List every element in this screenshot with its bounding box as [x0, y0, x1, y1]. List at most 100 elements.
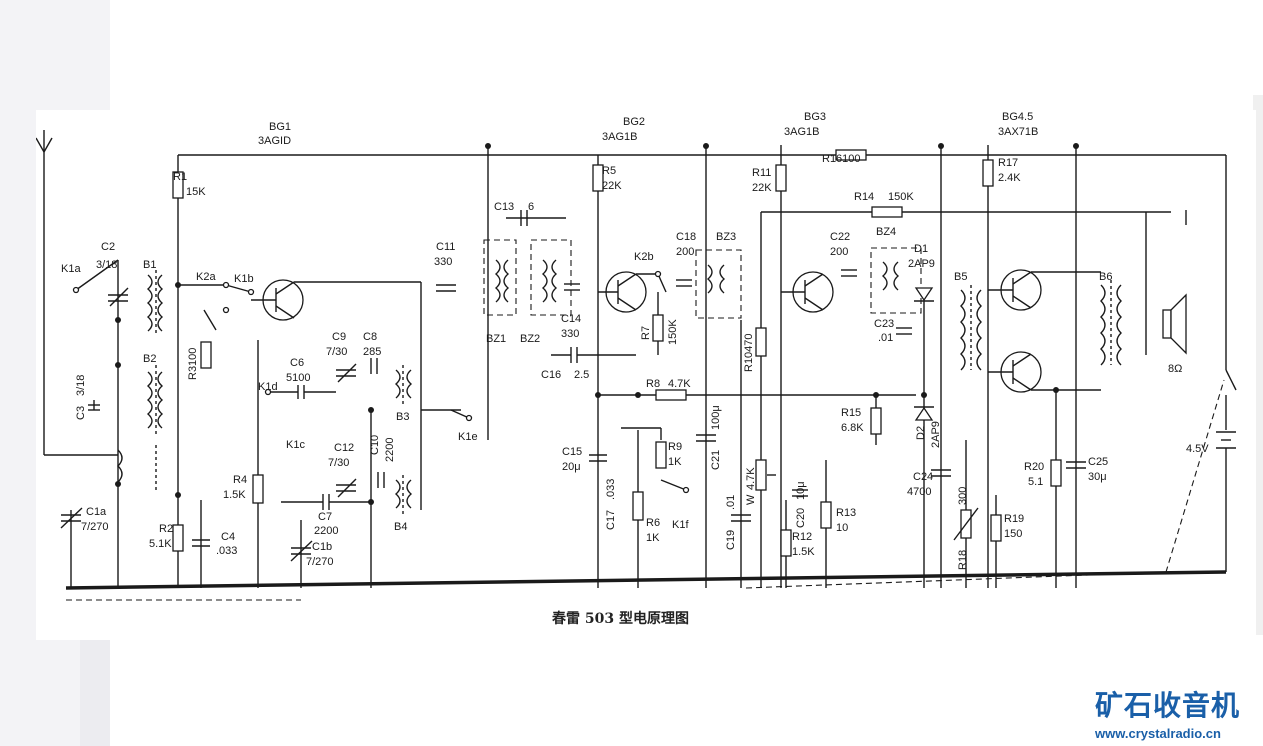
r8-label: R8 [646, 378, 660, 390]
r5-value-label: 22K [602, 180, 622, 192]
c16-label: C16 [541, 369, 561, 381]
r9-resistor [621, 427, 667, 469]
c2-trimmer-capacitor [108, 287, 129, 307]
c21-label: C21 [710, 450, 722, 470]
bz4-if-can [870, 247, 922, 314]
bz3-coil [706, 264, 726, 294]
c10-capacitor [377, 472, 385, 488]
r14-label: R14 [854, 191, 874, 203]
r15-label: R15 [841, 407, 861, 419]
r18-thermistor [953, 440, 979, 588]
c8-capacitor [370, 358, 378, 374]
r11-label: R11 [752, 167, 771, 179]
r14-value-label: 150K [888, 191, 914, 203]
r17-resistor [982, 145, 994, 588]
r12-label: R12 [792, 531, 812, 543]
c8-label: C8 [363, 331, 377, 343]
r17-value-label: 2.4K [998, 172, 1021, 184]
bg4-transistor-icon [988, 269, 1042, 311]
r13-resistor [820, 460, 832, 588]
b6-label: B6 [1099, 271, 1112, 283]
bg1-transistor-icon [251, 279, 304, 321]
c22-capacitor [841, 269, 857, 277]
bz3-if-can [695, 249, 742, 319]
k2b-switch [636, 270, 667, 293]
bz1-if-can [483, 239, 517, 316]
d1-label: D1 [914, 243, 928, 255]
r4-label: R4 [233, 474, 247, 486]
c22-label: C22 [830, 231, 850, 243]
c1a-tuning-capacitor [60, 507, 83, 588]
antenna-icon [36, 130, 118, 456]
c17-capacitor [632, 430, 644, 588]
c23-capacitor [896, 327, 912, 335]
r12-value-label: 1.5K [792, 546, 815, 558]
c24-label: C24 [913, 471, 933, 483]
c7-label: C7 [318, 511, 332, 523]
c25-electrolytic-capacitor [1066, 145, 1086, 588]
c1b-label: C1b [312, 541, 332, 553]
c7-value-label: 2200 [314, 525, 338, 537]
k2b-label: K2b [634, 251, 654, 263]
c11-capacitor [436, 284, 456, 292]
c19-label: C19 [725, 530, 737, 550]
k1a-switch-arm [75, 259, 119, 291]
c21-electrolytic-capacitor [696, 145, 716, 588]
w-volume-potentiometer [755, 459, 776, 491]
r13-label: R13 [836, 507, 856, 519]
c6-label: C6 [290, 357, 304, 369]
r13-value-label: 10 [836, 522, 848, 534]
r2-label: R2 [159, 523, 173, 535]
left-background-strip [80, 640, 110, 746]
r15-resistor [870, 395, 882, 445]
c20-electrolytic-capacitor [792, 489, 808, 497]
ground-bus [65, 570, 1227, 590]
r6-label: R6 [646, 517, 660, 529]
c3-value-label: 3/18 [75, 375, 87, 396]
c3-trimmer-capacitor [88, 400, 100, 411]
b1-antenna-coil [146, 270, 164, 335]
r7-resistor [652, 292, 664, 355]
d2-diode-icon [914, 406, 934, 421]
bg45-type-label: 3AX71B [998, 126, 1038, 138]
r17-label: R17 [998, 157, 1018, 169]
r9-label: R9 [668, 441, 682, 453]
r9-value-label: 1K [668, 456, 682, 468]
c4-value-label: .033 [216, 545, 237, 557]
bg5-transistor-icon [988, 351, 1042, 393]
c3-label: C3 [75, 406, 87, 420]
bg2-transistor-icon [598, 271, 647, 313]
r1-label: R1 [173, 171, 187, 183]
r7-value-label: 150K [667, 319, 679, 345]
w-value-label: 4.7K [745, 467, 757, 490]
c14-value-label: 330 [561, 328, 579, 340]
c9-value-label: 7/30 [326, 346, 347, 358]
r2-resistor [172, 524, 184, 552]
c7-capacitor [281, 494, 371, 510]
c4-capacitor [192, 500, 210, 588]
d2-label: D2 [915, 426, 927, 440]
power-switch [1225, 155, 1237, 430]
k1c-label: K1c [286, 439, 305, 451]
circuit-schematic: BG1 3AGID BG2 3AG1B BG3 3AG1B BG4.5 3AX7… [36, 110, 1256, 640]
c19-capacitor [731, 320, 751, 588]
r18-label: R18 [957, 550, 969, 570]
c13-capacitor [506, 210, 566, 226]
k1a-contact [72, 286, 80, 294]
c2-label: C2 [101, 241, 115, 253]
oscillator-coupling-coil [117, 445, 157, 490]
b3-label: B3 [396, 411, 409, 423]
watermark-site-name: 矿石收音机 [1095, 689, 1241, 722]
right-background-strip [1253, 95, 1263, 635]
c24-value-label: 4700 [907, 486, 931, 498]
bz2-if-can [530, 239, 572, 316]
r4-resistor [252, 340, 264, 588]
c18-label: C18 [676, 231, 696, 243]
b2-antenna-coil [146, 365, 164, 435]
bg3-name-label: BG3 [804, 111, 826, 123]
c14-label: C14 [561, 313, 581, 325]
switch-link-right [745, 379, 1225, 589]
bg45-name-label: BG4.5 [1002, 111, 1033, 123]
bz1-label: BZ1 [486, 333, 506, 345]
bz1-coil [494, 259, 510, 303]
